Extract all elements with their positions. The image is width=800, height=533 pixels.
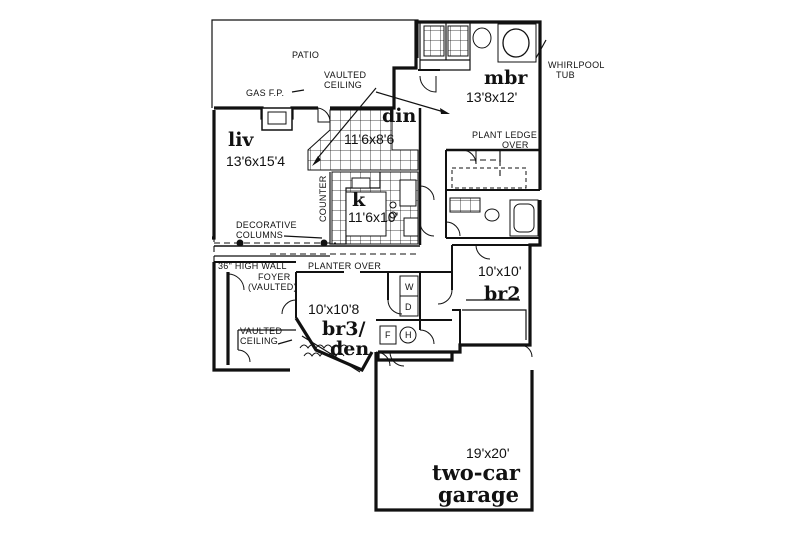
foyer-label: FOYER bbox=[258, 272, 291, 282]
counter-label: COUNTER bbox=[318, 175, 328, 222]
din-dim: 11'6x8'6 bbox=[344, 131, 394, 147]
whirlpool-label: WHIRLPOOL bbox=[548, 60, 605, 70]
vaulted-ceiling-label-2: CEILING bbox=[324, 80, 362, 90]
whirlpool-tub-label: TUB bbox=[556, 70, 575, 80]
annotations: PATIO WHIRLPOOL TUB VAULTED CEILING GAS … bbox=[218, 50, 605, 346]
liv-dim: 13'6x15'4 bbox=[226, 153, 285, 169]
k-name: k bbox=[352, 189, 366, 211]
k-dim: 11'6x10' bbox=[348, 209, 398, 225]
decorative-columns bbox=[214, 239, 336, 247]
patio-label: PATIO bbox=[292, 50, 319, 60]
laundry-mechanical bbox=[379, 275, 527, 345]
kitchen-counter bbox=[329, 172, 419, 245]
liv-name: liv bbox=[228, 129, 254, 151]
vaulted-ceiling-entry-label: VAULTED bbox=[240, 326, 282, 336]
decorative-columns-label: DECORATIVE bbox=[236, 220, 297, 230]
furnace-label: F bbox=[385, 330, 391, 340]
br3-dim: 10'x10'8 bbox=[308, 301, 359, 317]
room-labels: mbr 13'8x12' din 11'6x8'6 liv 13'6x15'4 … bbox=[226, 67, 528, 507]
leader-lines bbox=[277, 39, 547, 345]
washer-label: W bbox=[405, 282, 414, 292]
dryer-label: D bbox=[405, 302, 412, 312]
fireplace bbox=[261, 107, 293, 131]
decorative-columns-label-2: COLUMNS bbox=[236, 230, 283, 240]
br3-name: br3/ bbox=[322, 318, 366, 340]
doors bbox=[227, 75, 533, 367]
plant-ledge-over-label: OVER bbox=[502, 140, 529, 150]
br2-dim: 10'x10' bbox=[478, 263, 522, 279]
vaulted-ceiling-entry-label-2: CEILING bbox=[240, 336, 278, 346]
mbr-dim: 13'8x12' bbox=[466, 89, 517, 105]
hall-bath-fixtures bbox=[449, 167, 539, 237]
mbr-name: mbr bbox=[484, 67, 528, 89]
den-name: den bbox=[330, 338, 369, 360]
master-bath-fixtures bbox=[423, 23, 537, 63]
din-name: din bbox=[382, 105, 417, 127]
plant-ledge-label: PLANT LEDGE bbox=[472, 130, 537, 140]
interior-walls bbox=[214, 22, 540, 350]
br2-name: br2 bbox=[484, 283, 521, 305]
vaulted-ceiling-label: VAULTED bbox=[324, 70, 366, 80]
foyer-vaulted-label: (VAULTED) bbox=[248, 282, 297, 292]
high-wall-label: 36" HIGH WALL bbox=[218, 261, 287, 271]
garage-name-2: garage bbox=[438, 482, 519, 507]
garage-dim: 19'x20' bbox=[466, 445, 510, 461]
patio-area bbox=[211, 19, 419, 108]
planter-shrubs bbox=[299, 344, 349, 357]
gas-fp-label: GAS F.P. bbox=[246, 88, 284, 98]
planter-over-label: PLANTER OVER bbox=[308, 261, 381, 271]
garage-name: two-car bbox=[432, 460, 521, 485]
water-heater-label: H bbox=[405, 330, 412, 340]
exterior-walls bbox=[212, 20, 542, 512]
